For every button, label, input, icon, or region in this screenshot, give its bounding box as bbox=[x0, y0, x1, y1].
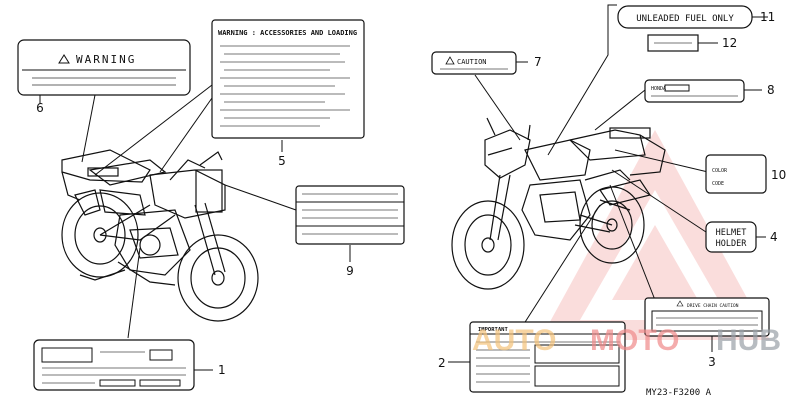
callout-6: 6 bbox=[36, 101, 44, 115]
callout-10: 10 bbox=[771, 168, 786, 182]
chain-caution-triangle-icon bbox=[676, 300, 684, 307]
watermark-word-hub: HUB bbox=[716, 324, 781, 357]
watermark-text: AUTO MOTO HUB bbox=[472, 324, 781, 357]
callout-7: 7 bbox=[534, 55, 542, 69]
honda-text: HONDA bbox=[651, 86, 666, 92]
callout-1: 1 bbox=[218, 363, 226, 377]
label-part-10-color-code[interactable]: COLOR CODE bbox=[705, 154, 767, 194]
warning-title: WARNING bbox=[76, 53, 136, 66]
accessories-title: WARNING : ACCESSORIES AND LOADING bbox=[218, 29, 357, 37]
leader-line-4 bbox=[611, 169, 707, 233]
label-part-6-warning[interactable]: WARNING bbox=[17, 39, 191, 96]
leader-line-1 bbox=[127, 247, 141, 339]
watermark-logo bbox=[540, 130, 770, 340]
leader-line-2 bbox=[519, 204, 601, 331]
label-part-9[interactable] bbox=[295, 185, 405, 245]
helmet-line2: HOLDER bbox=[716, 239, 748, 249]
label-part-3-drive-chain[interactable]: DRIVE CHAIN CAUTION bbox=[644, 297, 770, 337]
leader-line-5-a bbox=[94, 84, 213, 176]
callout-2: 2 bbox=[438, 356, 446, 370]
watermark-word-auto: AUTO bbox=[472, 324, 556, 357]
callout-3: 3 bbox=[708, 355, 716, 369]
callout-9: 9 bbox=[346, 264, 354, 278]
callout-11: 11 bbox=[760, 10, 775, 24]
callout-4: 4 bbox=[770, 230, 778, 244]
label-part-8-honda[interactable]: HONDA bbox=[644, 79, 745, 103]
label-part-12[interactable] bbox=[647, 34, 699, 52]
helmet-line1: HELMET bbox=[716, 228, 747, 238]
leader-lines bbox=[39, 4, 768, 371]
callout-5: 5 bbox=[278, 154, 286, 168]
label-part-4-helmet-holder[interactable]: HELMET HOLDER bbox=[705, 221, 757, 253]
leader-line-5-b bbox=[159, 97, 213, 173]
label-part-1[interactable] bbox=[33, 339, 195, 391]
watermark-word-moto: MOTO bbox=[590, 324, 679, 357]
leader-line-8 bbox=[594, 89, 646, 131]
callout-12: 12 bbox=[722, 36, 737, 50]
watermark-triangle-inner bbox=[580, 190, 730, 320]
watermark-triangle-core bbox=[612, 225, 698, 300]
label-part-5-accessories[interactable]: WARNING : ACCESSORIES AND LOADING bbox=[211, 19, 365, 139]
right-motorcycle-drawing bbox=[451, 117, 666, 290]
important-title: IMPORTANT bbox=[478, 327, 508, 333]
callout-numbers: 6 5 9 1 7 11 12 8 10 4 3 2 bbox=[36, 10, 786, 377]
leader-line-3 bbox=[609, 184, 656, 301]
leader-line-11-12 bbox=[547, 4, 617, 156]
left-motorcycle-drawing bbox=[61, 149, 259, 322]
drive-chain-text: DRIVE CHAIN CAUTION bbox=[687, 303, 739, 309]
code-text: CODE bbox=[712, 181, 724, 187]
caution-title: CAUTION bbox=[457, 58, 487, 66]
unleaded-text: UNLEADED FUEL ONLY bbox=[636, 14, 734, 24]
leader-line-7 bbox=[474, 74, 521, 141]
color-text: COLOR bbox=[712, 168, 728, 174]
leader-line-9 bbox=[224, 184, 297, 211]
label-part-11-unleaded-fuel[interactable]: UNLEADED FUEL ONLY bbox=[617, 5, 753, 29]
callout-8: 8 bbox=[767, 83, 775, 97]
caution-triangle-icon bbox=[445, 56, 455, 65]
warning-triangle-icon bbox=[58, 54, 70, 64]
leader-line-10 bbox=[614, 149, 709, 173]
label-part-2-important[interactable]: IMPORTANT bbox=[469, 321, 626, 393]
diagram-code: MY23-F3200 A bbox=[646, 388, 712, 398]
label-part-7-caution[interactable]: CAUTION bbox=[431, 51, 517, 75]
leader-line-6 bbox=[81, 94, 96, 163]
